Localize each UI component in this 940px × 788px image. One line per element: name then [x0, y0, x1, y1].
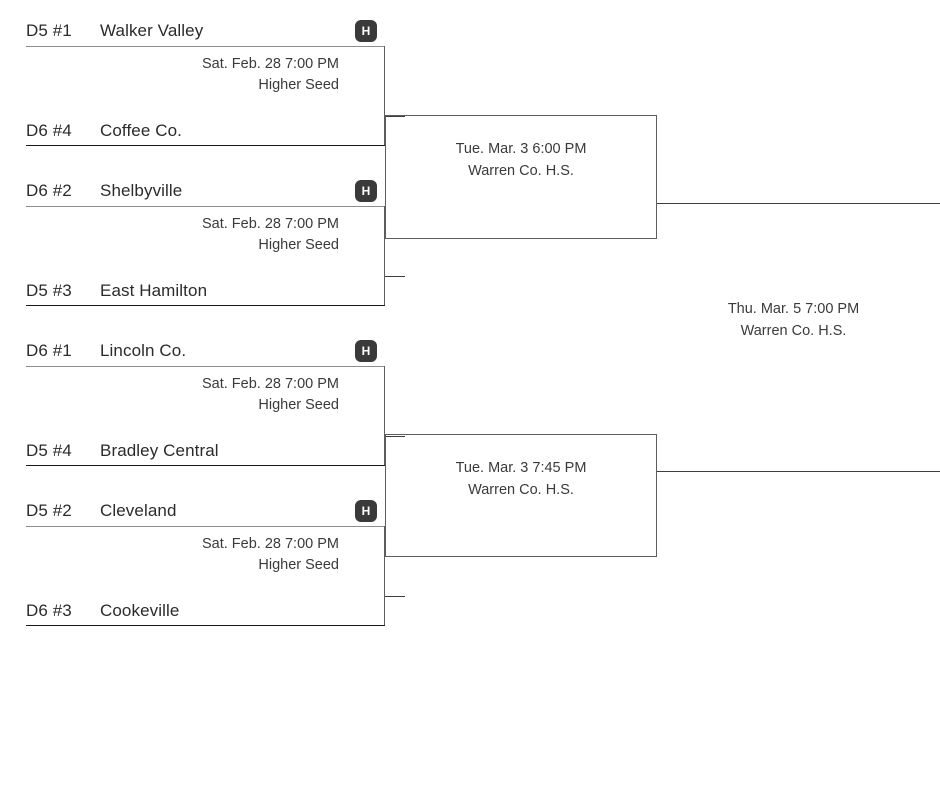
team-seed: D5 #3 [26, 281, 72, 300]
connector-m1-to-semi1 [385, 116, 405, 117]
connector-m2-to-semi1 [385, 276, 405, 277]
round2-match-1[interactable]: Tue. Mar. 3 6:00 PM Warren Co. H.S. [385, 115, 657, 239]
team-name: Cookeville [100, 601, 180, 620]
game-info: Sat. Feb. 28 7:00 PM Higher Seed [202, 534, 339, 576]
game-location: Higher Seed [258, 237, 339, 254]
host-badge-icon: H [355, 340, 377, 362]
matchup-divider [26, 366, 385, 367]
matchup-divider [26, 46, 385, 47]
game-info: Sat. Feb. 28 7:00 PM Higher Seed [202, 214, 339, 256]
connector-semi2-to-final [657, 471, 940, 472]
game-datetime: Thu. Mar. 5 7:00 PM [727, 301, 860, 317]
team-name: East Hamilton [100, 281, 208, 300]
matchup-bottom-edge [26, 625, 385, 626]
team-seed: D5 #4 [26, 441, 72, 460]
game-info: Tue. Mar. 3 7:45 PM Warren Co. H.S. [386, 458, 656, 502]
round2-match-2[interactable]: Tue. Mar. 3 7:45 PM Warren Co. H.S. [385, 434, 657, 557]
game-location: Higher Seed [258, 77, 339, 94]
round1-match-4[interactable]: D5 #2 Cleveland H Sat. Feb. 28 7:00 PM H… [26, 496, 385, 626]
matchup-bottom-team[interactable]: D5 #4 Bradley Central [26, 436, 385, 466]
team-seed: D6 #3 [26, 601, 72, 620]
connector-m4-to-semi2 [385, 596, 405, 597]
matchup-bottom-team[interactable]: D5 #3 East Hamilton [26, 276, 385, 306]
matchup-top-team[interactable]: D6 #1 Lincoln Co. H [26, 336, 385, 366]
game-datetime: Sat. Feb. 28 7:00 PM [201, 216, 339, 232]
game-datetime: Tue. Mar. 3 7:45 PM [455, 460, 587, 476]
team-name: Cleveland [100, 501, 177, 520]
matchup-bottom-edge [26, 465, 385, 466]
game-location: Warren Co. H.S. [740, 322, 847, 339]
team-seed: D6 #4 [26, 121, 72, 140]
game-location: Warren Co. H.S. [468, 162, 574, 179]
round1-match-2[interactable]: D6 #2 Shelbyville H Sat. Feb. 28 7:00 PM… [26, 176, 385, 306]
host-badge-icon: H [355, 180, 377, 202]
matchup-right-edge [384, 206, 385, 306]
matchup-bottom-edge [26, 145, 385, 146]
game-info: Tue. Mar. 3 6:00 PM Warren Co. H.S. [386, 139, 656, 183]
matchup-bottom-team[interactable]: D6 #3 Cookeville [26, 596, 385, 626]
matchup-top-team[interactable]: D5 #1 Walker Valley H [26, 16, 385, 46]
game-location: Higher Seed [258, 557, 339, 574]
connector-semi1-to-final [657, 203, 940, 204]
matchup-top-team[interactable]: D6 #2 Shelbyville H [26, 176, 385, 206]
round1-match-3[interactable]: D6 #1 Lincoln Co. H Sat. Feb. 28 7:00 PM… [26, 336, 385, 466]
matchup-bottom-edge [26, 305, 385, 306]
matchup-right-edge [384, 366, 385, 466]
host-badge-icon: H [355, 20, 377, 42]
round1-match-1[interactable]: D5 #1 Walker Valley H Sat. Feb. 28 7:00 … [26, 16, 385, 146]
game-datetime: Tue. Mar. 3 6:00 PM [455, 141, 587, 157]
team-name: Bradley Central [100, 441, 219, 460]
team-name: Coffee Co. [100, 121, 182, 140]
matchup-right-edge [384, 526, 385, 626]
game-location: Warren Co. H.S. [468, 481, 574, 498]
round3-championship-game[interactable]: Thu. Mar. 5 7:00 PM Warren Co. H.S. [657, 299, 930, 343]
game-datetime: Sat. Feb. 28 7:00 PM [201, 56, 339, 72]
game-datetime: Sat. Feb. 28 7:00 PM [201, 536, 339, 552]
game-datetime: Sat. Feb. 28 7:00 PM [201, 376, 339, 392]
game-info: Sat. Feb. 28 7:00 PM Higher Seed [202, 54, 339, 96]
team-name: Shelbyville [100, 181, 183, 200]
matchup-top-team[interactable]: D5 #2 Cleveland H [26, 496, 385, 526]
team-name: Walker Valley [100, 21, 204, 40]
matchup-divider [26, 526, 385, 527]
game-info: Sat. Feb. 28 7:00 PM Higher Seed [202, 374, 339, 416]
team-name: Lincoln Co. [100, 341, 187, 360]
connector-m3-to-semi2 [385, 436, 405, 437]
matchup-bottom-team[interactable]: D6 #4 Coffee Co. [26, 116, 385, 146]
team-seed: D6 #2 [26, 181, 72, 200]
matchup-divider [26, 206, 385, 207]
team-seed: D6 #1 [26, 341, 72, 360]
team-seed: D5 #1 [26, 21, 72, 40]
matchup-right-edge [384, 46, 385, 146]
host-badge-icon: H [355, 500, 377, 522]
team-seed: D5 #2 [26, 501, 72, 520]
game-location: Higher Seed [258, 397, 339, 414]
